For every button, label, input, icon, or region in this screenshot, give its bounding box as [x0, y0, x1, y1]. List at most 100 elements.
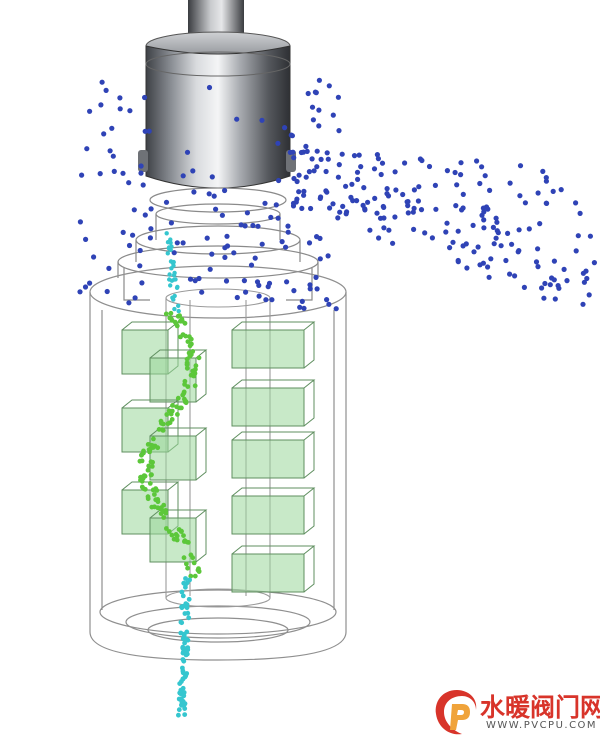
- blue-particle: [243, 289, 249, 295]
- blue-particle: [137, 247, 143, 254]
- blue-particle: [79, 172, 85, 178]
- blue-particle: [252, 255, 258, 261]
- actuator-nut: [138, 31, 296, 189]
- blue-particle: [107, 148, 113, 154]
- blue-particle: [222, 254, 228, 260]
- blue-particle: [301, 188, 307, 194]
- green-particle: [192, 383, 198, 389]
- blue-particle: [223, 278, 230, 284]
- blue-particle: [481, 209, 487, 215]
- blue-particle: [305, 90, 311, 97]
- blue-particle: [505, 230, 511, 236]
- blue-particle: [371, 166, 378, 172]
- blue-particle: [480, 205, 486, 211]
- blue-particle: [147, 235, 153, 241]
- blue-particle: [526, 226, 532, 232]
- cyan-particle: [176, 712, 181, 718]
- green-particle: [160, 421, 166, 427]
- blue-particle: [360, 202, 366, 208]
- blue-particle: [77, 219, 83, 225]
- blue-particle: [490, 224, 496, 230]
- blue-particle: [535, 246, 541, 252]
- blue-particle: [326, 301, 332, 307]
- blue-particle: [259, 241, 265, 247]
- labyrinth-block-right: [231, 545, 316, 593]
- blue-particle: [372, 195, 378, 201]
- blue-particle: [583, 268, 589, 274]
- blue-particle: [507, 180, 513, 186]
- blue-particle: [354, 169, 361, 175]
- blue-particle: [301, 305, 307, 311]
- blue-particle: [97, 171, 103, 177]
- valve-body: [89, 265, 347, 661]
- blue-particle: [139, 280, 145, 286]
- blue-particle: [273, 202, 279, 208]
- cyan-particle: [172, 306, 177, 312]
- blue-particle: [310, 117, 316, 123]
- blue-particle: [477, 262, 483, 268]
- blue-particle: [224, 243, 231, 249]
- blue-particle: [259, 117, 265, 123]
- blue-particle: [411, 187, 417, 193]
- cyan-particle: [181, 693, 187, 699]
- cyan-particle: [182, 611, 188, 616]
- blue-particle: [558, 187, 564, 193]
- cyan-particle: [167, 272, 172, 277]
- blue-particle: [443, 229, 449, 235]
- blue-particle: [204, 235, 210, 241]
- blue-particle: [187, 276, 194, 282]
- blue-particle: [573, 248, 579, 254]
- blue-particle: [142, 212, 148, 218]
- green-particle: [186, 350, 192, 356]
- blue-particle: [455, 257, 461, 264]
- blue-particle: [327, 205, 333, 211]
- blue-particle: [275, 140, 281, 146]
- watermark-name: 水暖阀门网: [480, 693, 600, 722]
- blue-particle: [481, 225, 487, 231]
- blue-particle: [314, 164, 320, 170]
- green-particle: [174, 537, 180, 543]
- blue-particle: [111, 168, 117, 174]
- blue-particle: [426, 163, 433, 170]
- cyan-particle: [181, 631, 187, 637]
- green-particle: [192, 573, 198, 579]
- blue-particle: [493, 235, 499, 241]
- blue-particle: [453, 203, 459, 209]
- blue-particle: [192, 278, 198, 284]
- blue-particle: [580, 301, 586, 307]
- cyan-particle: [185, 645, 191, 650]
- blue-particle: [475, 244, 481, 250]
- green-particle: [145, 494, 151, 500]
- blue-particle: [104, 288, 110, 295]
- cyan-particle: [182, 706, 188, 711]
- blue-particle: [384, 191, 390, 197]
- blue-particle: [82, 284, 89, 290]
- blue-particle: [460, 243, 466, 249]
- labyrinth-block-left-step: [149, 427, 208, 481]
- blue-particle: [361, 185, 367, 191]
- blue-particle: [516, 227, 522, 233]
- green-particle: [164, 412, 170, 417]
- blue-particle: [180, 240, 186, 246]
- green-particle: [183, 333, 189, 339]
- blue-particle: [376, 235, 382, 241]
- blue-particle: [487, 187, 493, 193]
- blue-particle: [381, 204, 387, 210]
- blue-particle: [485, 264, 491, 270]
- green-particle: [165, 421, 171, 427]
- green-particle: [182, 538, 188, 544]
- green-particle: [166, 529, 172, 534]
- blue-particle: [222, 187, 228, 194]
- blue-particle: [379, 160, 386, 166]
- blue-particle: [109, 125, 115, 131]
- blue-particle: [416, 184, 422, 190]
- blue-particle: [241, 278, 247, 284]
- green-particle: [138, 477, 143, 483]
- green-particle: [196, 566, 201, 571]
- blue-particle: [248, 262, 255, 268]
- blue-particle: [163, 199, 170, 205]
- cyan-particle: [172, 293, 177, 299]
- blue-particle: [87, 108, 93, 114]
- blue-particle: [206, 84, 213, 91]
- green-particle: [190, 349, 196, 354]
